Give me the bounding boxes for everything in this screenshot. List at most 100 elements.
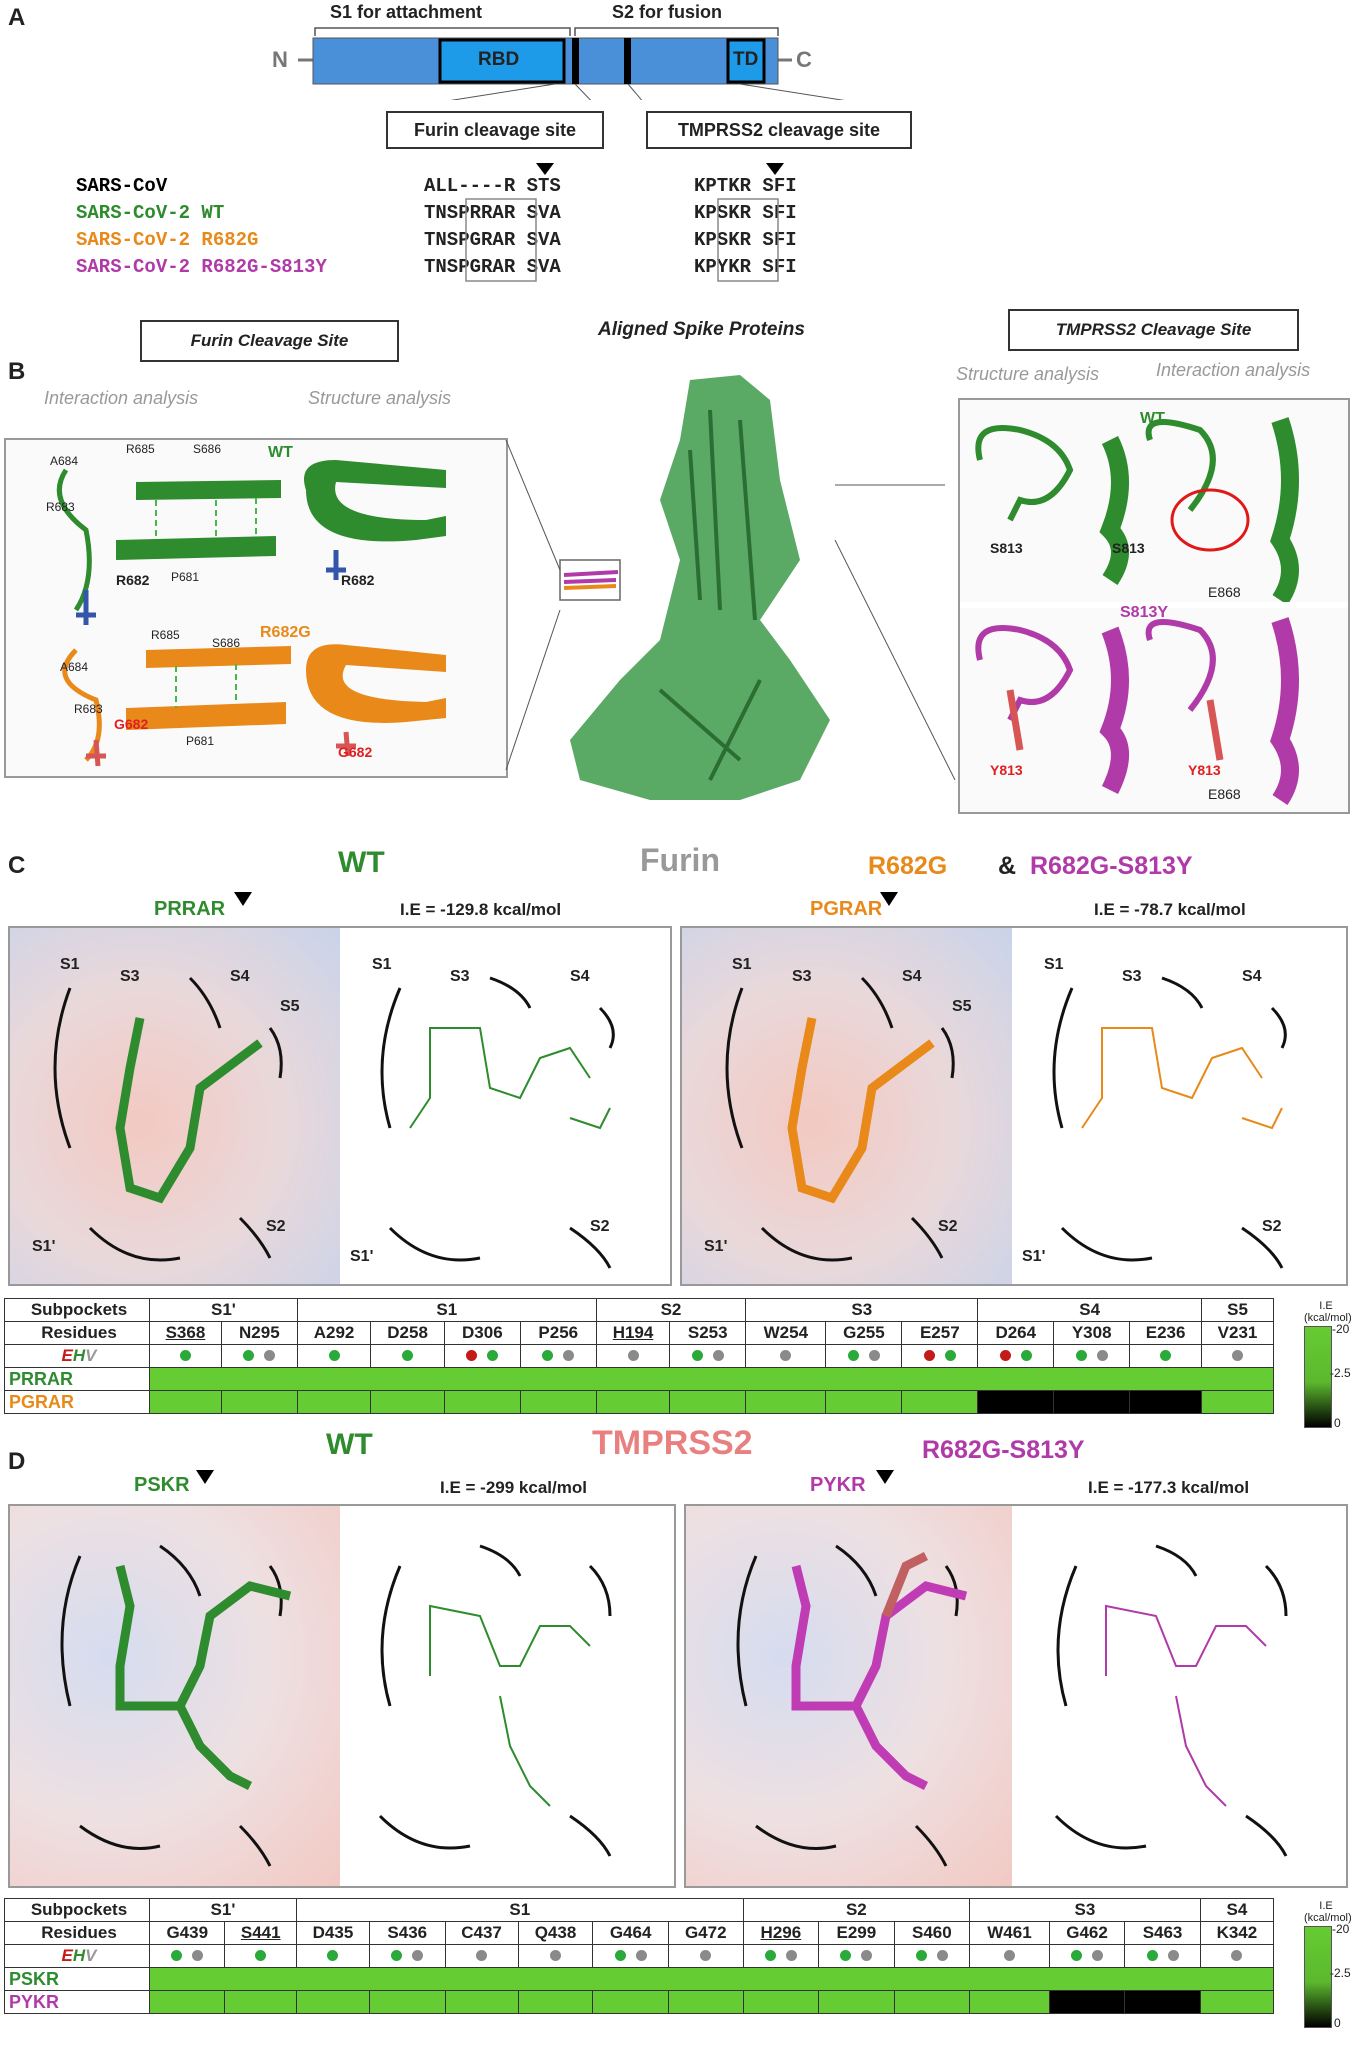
panel-d-wt-title: WT	[326, 1428, 373, 1461]
ehv-cell	[669, 1344, 747, 1368]
energy-cell	[443, 1390, 521, 1414]
ehv-cell	[1053, 1344, 1131, 1368]
interaction-dot	[847, 1350, 859, 1361]
energy-cell	[893, 1990, 971, 2014]
tmprss2-structure-caption: Structure analysis	[956, 364, 1100, 384]
residue-cell: C437	[444, 1921, 519, 1945]
seq-wt-label: PSKR	[134, 1474, 190, 1496]
ehv-cell	[818, 1944, 895, 1968]
pocket-label: S1	[732, 956, 752, 973]
ie-mut: I.E = -78.7 kcal/mol	[1094, 900, 1246, 919]
scale-label: -2.5	[1330, 1366, 1351, 1380]
tmprss2-cleavage-box: TMPRSS2 cleavage site	[646, 111, 912, 149]
residue-cell: H194	[595, 1321, 671, 1345]
ehv-v: V	[85, 1946, 97, 1965]
ehv-cell	[969, 1944, 1050, 1968]
td-label: TD	[733, 49, 759, 70]
panel-c-mut1-title: R682G	[868, 852, 948, 880]
ehv-cell	[667, 1944, 744, 1968]
energy-cell	[149, 1390, 222, 1414]
tmprss2-interaction-caption: Interaction analysis	[1156, 360, 1311, 380]
residue-cell: G464	[592, 1921, 669, 1945]
interaction-dot	[923, 1350, 935, 1361]
pocket-label: S2	[1262, 1218, 1282, 1235]
residue-cell: D264	[977, 1321, 1055, 1345]
panel-d-label: D	[8, 1448, 26, 1475]
interaction-dot	[1092, 1950, 1104, 1961]
res-label: Y813	[990, 762, 1023, 778]
subpocket-header: S3	[969, 1898, 1201, 1922]
res-label: A684	[50, 454, 79, 468]
interaction-dot	[1231, 1950, 1243, 1961]
seq-name: SARS-CoV-2 R682G-S813Y	[76, 256, 327, 278]
ehv-cell	[224, 1944, 297, 1968]
subpocket-header: S2	[595, 1298, 747, 1322]
ehv-e: E	[61, 1946, 73, 1965]
interaction-dot	[999, 1350, 1011, 1361]
energy-cell	[667, 1990, 744, 2014]
interaction-dot	[243, 1350, 255, 1361]
ehv-cell	[443, 1344, 521, 1368]
r682g-label: R682G	[260, 624, 311, 641]
subpocket-header: S2	[742, 1898, 971, 1922]
residue-cell: V231	[1201, 1321, 1274, 1345]
res-label: S686	[193, 442, 222, 456]
panel-d-enzyme-title: TMPRSS2	[592, 1424, 753, 1462]
residue-cell: W461	[969, 1921, 1050, 1945]
zoom-connector-lines	[505, 439, 956, 781]
interaction-dot	[1167, 1950, 1179, 1961]
ehv-e: E	[61, 1346, 73, 1365]
furin-seq: ALL----R STS	[424, 175, 561, 197]
wt-label: WT	[1140, 410, 1165, 427]
interaction-dot	[691, 1350, 703, 1361]
interaction-dot	[327, 1950, 339, 1961]
panel-b-label: B	[8, 358, 26, 385]
ehv-h: H	[72, 1946, 86, 1965]
energy-cell	[595, 1390, 671, 1414]
ehv-cell	[220, 1344, 298, 1368]
residue-cell: E257	[901, 1321, 979, 1345]
interaction-dot	[542, 1350, 554, 1361]
energy-bar	[149, 1967, 1274, 1991]
res-label: G682	[114, 716, 149, 732]
residue-cell: S253	[669, 1321, 747, 1345]
residue-cell: H296	[742, 1921, 820, 1945]
interaction-dot	[635, 1950, 647, 1961]
interaction-dot	[861, 1950, 873, 1961]
residue-cell: W254	[745, 1321, 827, 1345]
ie-wt: I.E = -129.8 kcal/mol	[400, 900, 562, 919]
ie-wt: I.E = -299 kcal/mol	[440, 1478, 587, 1497]
scale-label: -20	[1332, 1322, 1350, 1336]
interaction-dot	[171, 1950, 183, 1961]
res-label: R682	[341, 572, 375, 588]
pocket-label: S4	[902, 968, 922, 985]
scale-title: I.E (kcal/mol)	[1304, 1900, 1352, 1924]
row1-label: PSKR	[4, 1967, 150, 1991]
subpocket-header: S1'	[149, 1898, 297, 1922]
tmprss2-mut-docking	[684, 1504, 1348, 1888]
furin-cleavage-title: Furin Cleavage Site	[140, 320, 399, 362]
s1-label: S1 for attachment	[330, 2, 483, 22]
res-label: S813	[1112, 540, 1145, 556]
ehv-cell	[901, 1344, 979, 1368]
energy-cell	[592, 1990, 669, 2014]
interaction-dot	[627, 1350, 639, 1361]
seq-name: SARS-CoV-2 WT	[76, 202, 225, 224]
ehv-cell	[444, 1944, 519, 1968]
interaction-dot	[264, 1350, 276, 1361]
ie-color-scale	[1304, 1326, 1332, 1428]
residue-cell: S436	[369, 1921, 446, 1945]
pocket-label: S1	[60, 956, 80, 973]
energy-cell	[370, 1390, 445, 1414]
spike-protein-image	[540, 360, 920, 810]
scale-label: 0	[1334, 1416, 1341, 1430]
pocket-label: S4	[230, 968, 250, 985]
res-label: R683	[74, 702, 103, 716]
ehv-cell	[742, 1944, 820, 1968]
pocket-label: S5	[280, 998, 300, 1015]
energy-cell	[742, 1990, 820, 2014]
res-label: P681	[186, 734, 215, 748]
subpocket-header: S5	[1201, 1298, 1274, 1322]
